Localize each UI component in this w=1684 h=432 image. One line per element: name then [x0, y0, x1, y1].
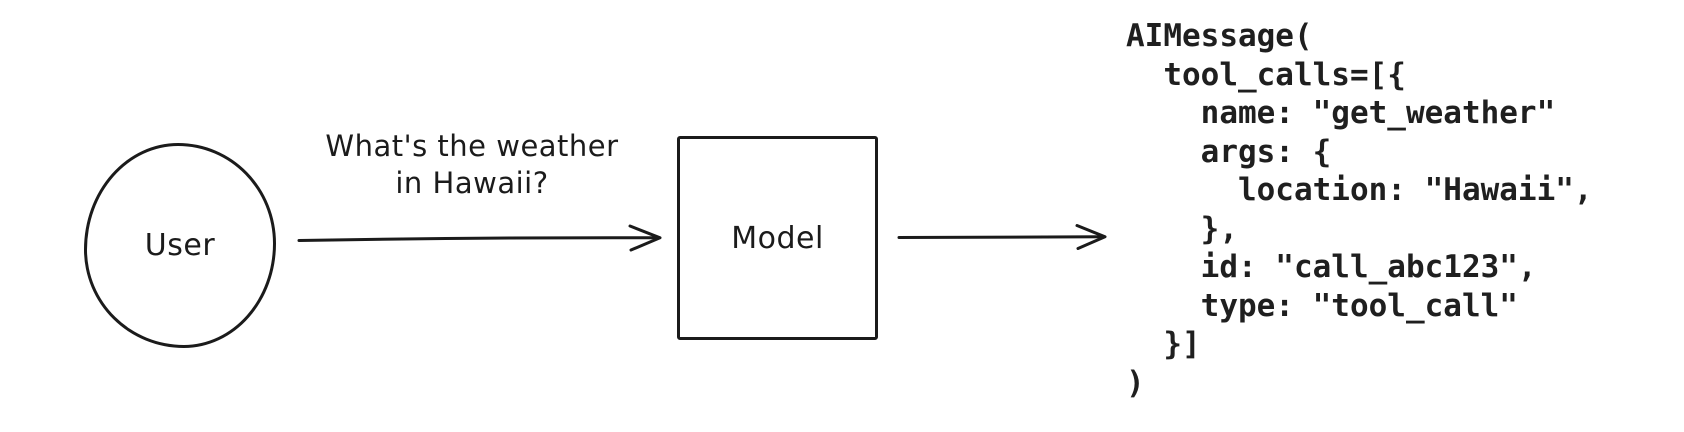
user-node-label: User — [144, 228, 216, 263]
code-line: id: "call_abc123", — [1126, 249, 1537, 285]
code-line: }, — [1126, 210, 1238, 247]
code-line: tool_calls=[{ — [1126, 56, 1406, 93]
user-message-label: What's the weather in Hawaii? — [301, 128, 643, 202]
code-line: }] — [1126, 326, 1201, 362]
user-message-label-line2: in Hawaii? — [395, 166, 549, 200]
code-line: AIMessage( — [1126, 18, 1313, 54]
code-line: ) — [1126, 364, 1145, 401]
code-line: location: "Hawaii", — [1126, 172, 1593, 208]
user-node: User — [84, 143, 276, 348]
user-to-model-arrow-icon — [297, 224, 662, 252]
code-line: name: "get_weather" — [1126, 95, 1556, 131]
user-message-label-line1: What's the weather — [325, 129, 619, 163]
model-to-output-arrow-icon — [897, 224, 1107, 250]
code-line: args: { — [1126, 133, 1332, 170]
model-node-label: Model — [731, 220, 824, 256]
model-node: Model — [677, 136, 878, 340]
aimessage-code-block: AIMessage( tool_calls=[{ name: "get_weat… — [1126, 17, 1593, 402]
code-line: type: "tool_call" — [1126, 287, 1518, 324]
